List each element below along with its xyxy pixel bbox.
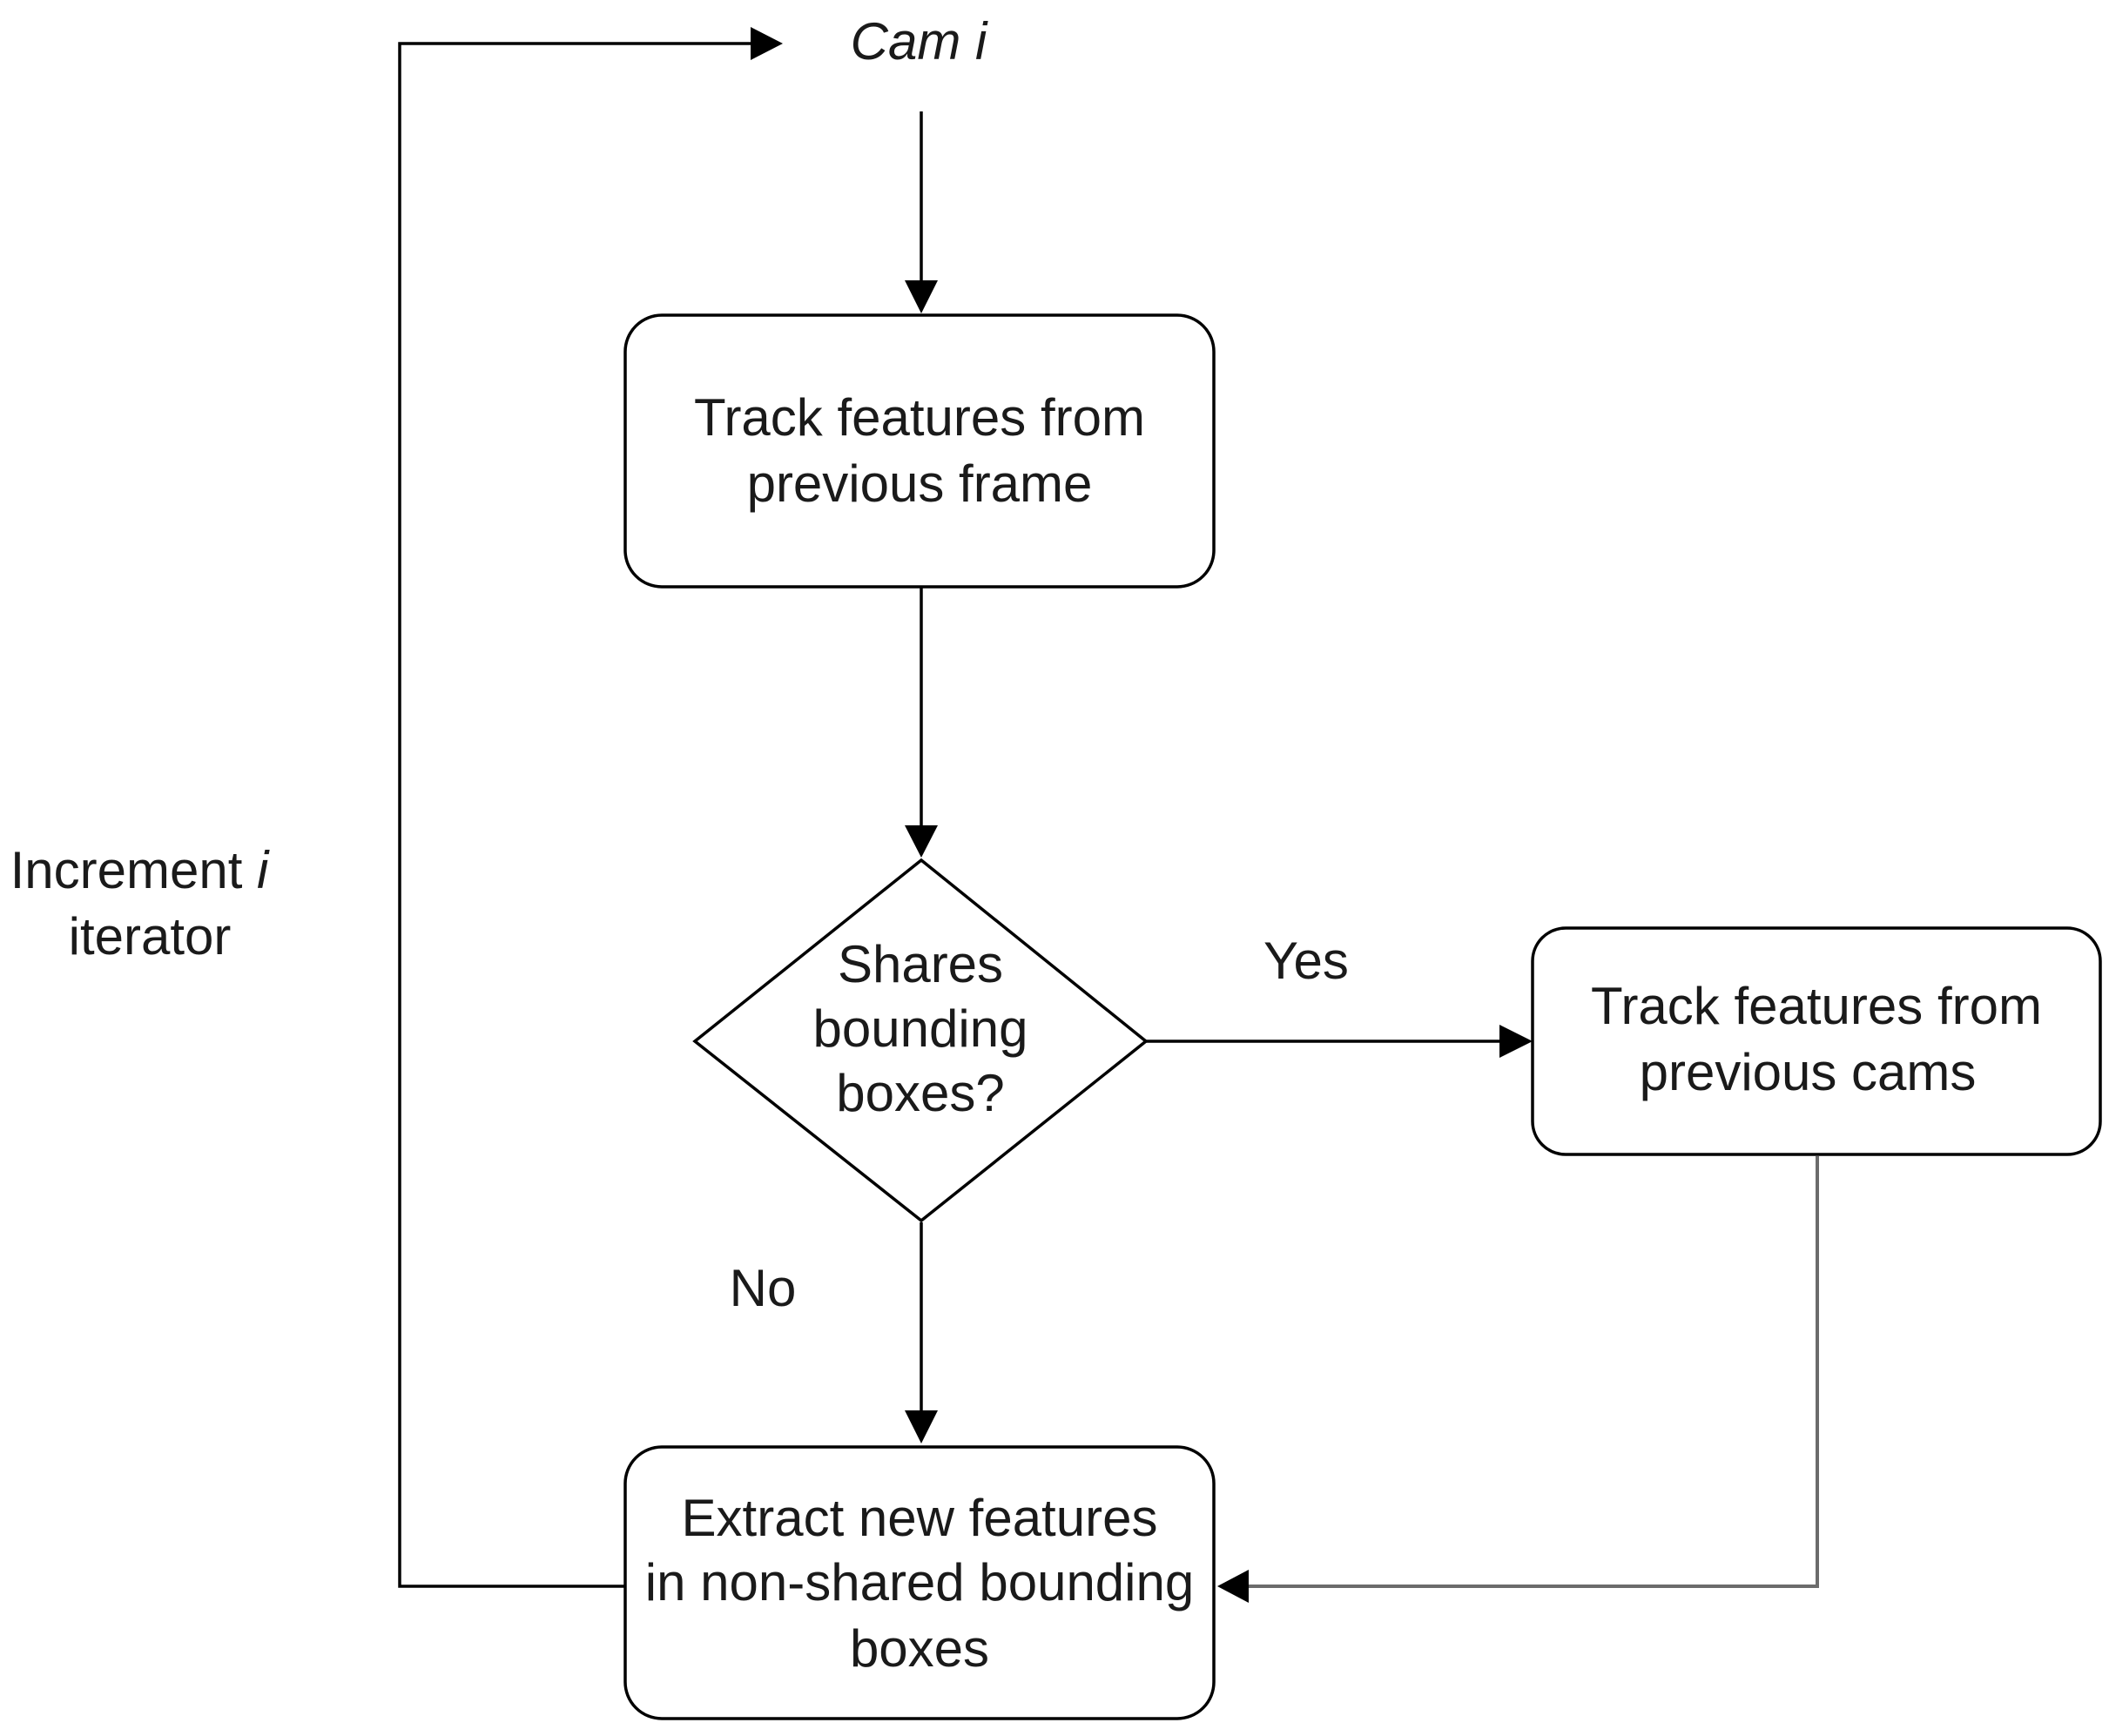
decision-line3: boxes? — [836, 1064, 1004, 1122]
process-extract-new-features-line3: boxes — [850, 1619, 989, 1678]
process-track-previous-cams: Track features from previous cams — [1531, 926, 2102, 1156]
process-track-previous-frame-line1: Track features from — [694, 388, 1145, 447]
edge-decision-no — [905, 1222, 938, 1443]
process-track-previous-frame-line2: previous frame — [747, 454, 1093, 513]
edge-loop-increment — [398, 27, 783, 1588]
edge-label-yes: Yes — [1263, 932, 1349, 990]
loop-label-line1: Increment i — [10, 841, 270, 899]
edge-track-frame-to-decision — [905, 588, 938, 858]
process-extract-new-features-line1: Extract new features — [682, 1489, 1158, 1547]
decision-line1: Shares — [838, 935, 1003, 993]
process-track-previous-cams-line2: previous cams — [1640, 1043, 1977, 1101]
edge-label-no: No — [730, 1259, 797, 1317]
edge-start-to-track-frame — [905, 111, 938, 313]
process-track-previous-frame: Track features from previous frame — [623, 313, 1216, 589]
process-extract-new-features-line2: in non-shared bounding — [645, 1553, 1195, 1612]
loop-label: Increment i iterator — [10, 841, 270, 966]
edge-decision-yes — [1146, 1025, 1533, 1058]
decision-shares-bounding-boxes: Shares bounding boxes? — [692, 858, 1149, 1223]
loop-label-line2: iterator — [69, 907, 232, 966]
process-extract-new-features: Extract new features in non-shared bound… — [623, 1445, 1216, 1720]
decision-line2: bounding — [813, 999, 1028, 1058]
start-node-label: Cam i — [851, 12, 988, 71]
edge-track-cams-to-extract — [1217, 1156, 1819, 1603]
process-track-previous-cams-line1: Track features from — [1591, 977, 2042, 1035]
